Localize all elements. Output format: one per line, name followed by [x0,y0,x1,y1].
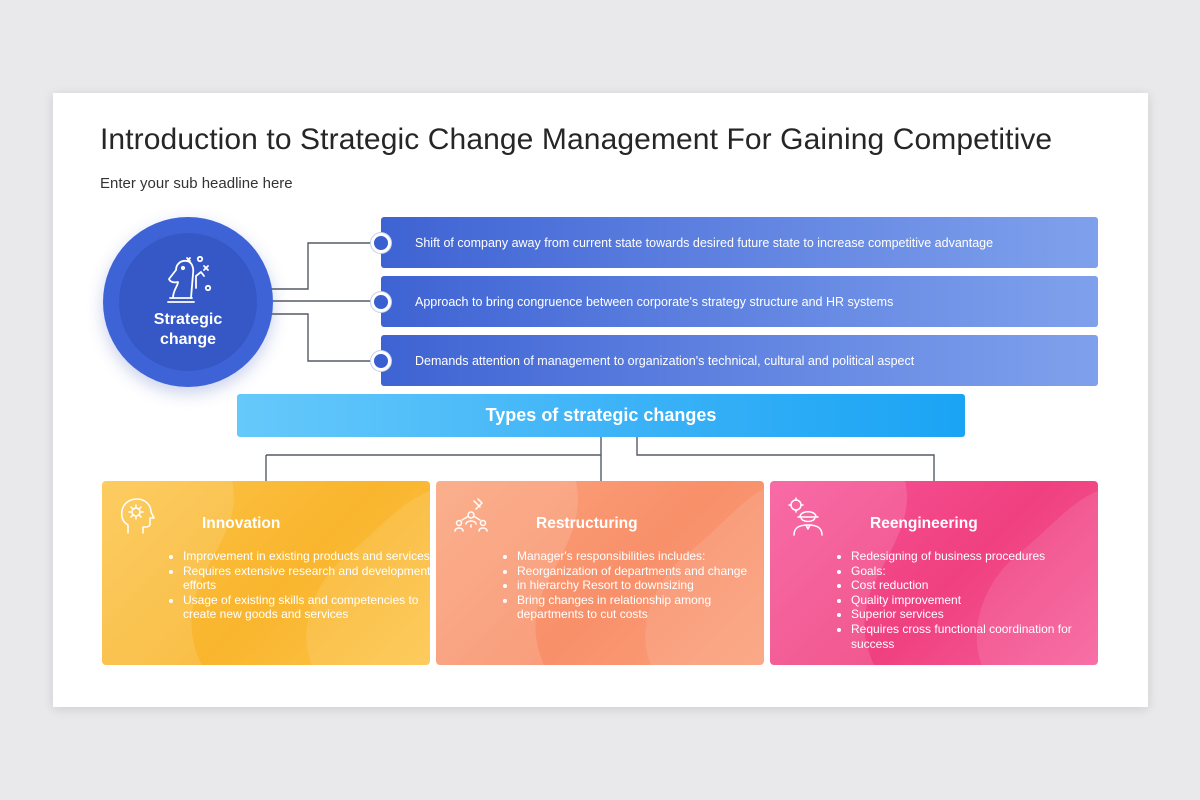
connector-dot-2 [371,292,391,312]
list-item: Quality improvement [851,593,1098,608]
point-text-3: Demands attention of management to organ… [415,353,915,368]
list-item: Improvement in existing products and ser… [183,549,430,564]
list-item: Goals: [851,564,1098,579]
strategic-change-label: Strategic change [153,311,223,348]
card-list-innovation: Improvement in existing products and ser… [162,549,430,622]
strategic-change-circle: Strategic change [103,217,273,387]
sub-headline: Enter your sub headline here [100,175,293,192]
point-bar-3: Demands attention of management to organ… [381,335,1098,386]
card-list-restructuring: Manager's responsibilities includes: Reo… [496,549,764,622]
slide: Introduction to Strategic Change Managem… [53,93,1148,707]
list-item: Bring changes in relationship among depa… [517,593,764,622]
list-item: in hierarchy Resort to downsizing [517,578,764,593]
page-title: Introduction to Strategic Change Managem… [100,123,1053,156]
card-title-reengineering: Reengineering [870,515,978,532]
card-title-innovation: Innovation [202,515,281,532]
brain-gear-icon [121,498,155,534]
hierarchy-people-icon [454,498,488,532]
chess-knight-strategy-icon [167,255,212,303]
point-bar-1: Shift of company away from current state… [381,217,1098,268]
list-item: Manager's responsibilities includes: [517,549,764,564]
connector-dot-3 [371,351,391,371]
connector-dot-1 [371,233,391,253]
list-item: Redesigning of business procedures [851,549,1098,564]
card-restructuring: Restructuring Manager's responsibilities… [436,481,764,665]
point-text-1: Shift of company away from current state… [415,235,994,250]
list-item: Cost reduction [851,578,1098,593]
engineer-gear-icon [788,497,823,536]
card-reengineering: Reengineering Redesigning of business pr… [770,481,1098,665]
card-wave-decoration [102,481,430,665]
card-list-reengineering: Redesigning of business procedures Goals… [830,549,1098,651]
connector-card-3 [636,437,935,481]
card-title-restructuring: Restructuring [536,515,638,532]
point-bar-2: Approach to bring congruence between cor… [381,276,1098,327]
list-item: Usage of existing skills and competencie… [183,593,430,622]
types-heading: Types of strategic changes [485,405,717,425]
point-text-2: Approach to bring congruence between cor… [415,294,894,309]
list-item: Requires extensive research and developm… [183,564,430,593]
connector-point-1 [271,242,375,290]
list-item: Reorganization of departments and change [517,564,764,579]
card-innovation: Innovation Improvement in existing produ… [102,481,430,665]
card-wave-decoration [770,481,1098,665]
types-heading-bar: Types of strategic changes [237,394,965,437]
list-item: Superior services [851,607,1098,622]
list-item: Requires cross functional coordination f… [851,622,1098,651]
connector-point-3 [271,313,375,362]
